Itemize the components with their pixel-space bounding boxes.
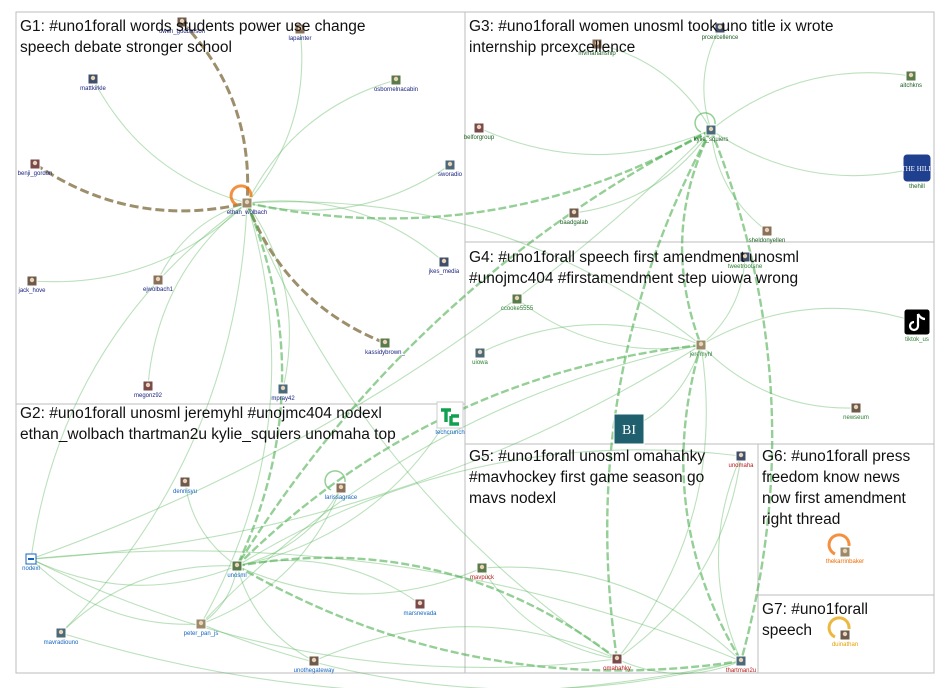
group-title-g6-line-3: now first amendment <box>762 490 907 507</box>
group-title-g1-line-1: G1: #uno1forall words students power use… <box>20 18 366 35</box>
node-label: sworadio <box>438 172 463 178</box>
node-label: belforgroup <box>464 135 495 141</box>
group-title-g3-line-2: internship prcexcellence <box>469 39 635 56</box>
node-label: larissagrace <box>325 495 358 501</box>
node-label: jack_hove <box>17 288 46 294</box>
node-label: kylie_squiers <box>694 137 729 143</box>
avatar-icon <box>736 451 746 461</box>
avatar-icon <box>840 630 850 640</box>
group-title-g7-line-1: G7: #uno1forall <box>762 601 868 618</box>
avatar-icon <box>88 74 98 84</box>
node-label: unothegateway <box>294 668 335 674</box>
avatar-icon <box>736 656 746 666</box>
node-label: unosml <box>227 573 246 579</box>
group-title-g4-line-1: G4: #uno1forall speech first amendment u… <box>469 249 799 266</box>
avatar-icon <box>706 125 716 135</box>
group-title-g5-line-1: G5: #uno1forall unosml omahahky <box>469 448 705 465</box>
avatar-icon <box>180 477 190 487</box>
node-label: uiowa <box>472 360 488 366</box>
avatar-icon <box>474 123 484 133</box>
avatar-icon <box>143 381 153 391</box>
group-title-g6-line-1: G6: #uno1forall press <box>762 448 910 465</box>
group-title-g7-line-2: speech <box>762 622 812 639</box>
avatar-icon <box>477 563 487 573</box>
group-title-g2-line-1: G2: #uno1forall unosml jeremyhl #unojmc4… <box>20 405 382 422</box>
node-label: mpray42 <box>271 396 295 402</box>
group-title-g1-line-2: speech debate stronger school <box>20 39 232 56</box>
group-title-g5-line-2: #mavhockey first game season go <box>469 469 704 486</box>
node-label: thartman2u <box>726 668 756 674</box>
avatar-icon <box>906 71 916 81</box>
node-label: aitchkns <box>900 83 922 89</box>
node-label: kassidybrown_ <box>365 350 405 356</box>
node-label: prcexcellence <box>702 35 739 41</box>
node-label: nodexl <box>22 566 40 572</box>
avatar-icon <box>439 257 449 267</box>
avatar-icon <box>696 340 706 350</box>
avatar-icon <box>569 208 579 218</box>
node-label: ccooke5555 <box>501 306 534 312</box>
node-label: benji_gordon <box>18 171 53 177</box>
avatar-icon <box>391 75 401 85</box>
node-label: unomaha <box>728 463 754 469</box>
avatar-icon <box>512 294 522 304</box>
avatar-icon <box>445 160 455 170</box>
node-label: thehill <box>909 184 925 190</box>
group-title-g6-line-2: freedom know news <box>762 469 900 486</box>
node-label: mattkirkle <box>80 86 106 92</box>
node-label: newseum <box>843 415 869 421</box>
node-bi[interactable]: BI <box>614 414 644 444</box>
group-title-g6-line-4: right thread <box>762 511 840 528</box>
node-techcrunch[interactable]: techcrunch <box>435 402 464 436</box>
node-label: mavradiouno <box>44 640 79 646</box>
avatar-icon <box>242 198 252 208</box>
avatar-icon <box>380 338 390 348</box>
tc-logo-icon <box>437 402 463 428</box>
avatar-icon <box>278 384 288 394</box>
node-label: duinathan <box>832 642 858 648</box>
node-label: techcrunch <box>435 430 464 436</box>
node-label: dennisyu <box>173 489 197 495</box>
node-label: megonz92 <box>134 393 163 399</box>
group-title-g2-line-2: ethan_wolbach thartman2u kylie_squiers u… <box>20 426 396 443</box>
node-label: tiktok_us <box>905 337 929 343</box>
node-label: ejwolbach1 <box>143 287 174 293</box>
avatar-icon <box>840 547 850 557</box>
avatar-icon <box>336 483 346 493</box>
avatar-icon <box>415 599 425 609</box>
avatar-icon <box>56 628 66 638</box>
node-logo-text: BI <box>622 423 636 438</box>
tiktok-logo-icon <box>904 309 930 335</box>
avatar-icon <box>612 654 622 664</box>
avatar-icon <box>232 561 242 571</box>
node-label: baadgalab <box>560 220 589 226</box>
node-label: jeremyhl <box>689 352 713 358</box>
group-title-g4-line-2: #unojmc404 #firstamendment step uiowa wr… <box>469 270 798 287</box>
avatar-icon <box>196 619 206 629</box>
group-title-g5-line-3: mavs nodexl <box>469 490 556 507</box>
node-logo-text: THE HILL <box>901 165 932 173</box>
avatar-icon <box>153 275 163 285</box>
avatar-icon <box>30 159 40 169</box>
node-label: thekarrinbaker <box>826 559 864 565</box>
avatar-icon <box>475 348 485 358</box>
node-label: omahahky <box>603 666 631 672</box>
node-label: marsnevada <box>403 611 437 617</box>
node-label: lapainter <box>288 36 311 42</box>
group-title-g3-line-1: G3: #uno1forall women unosml took uno ti… <box>469 18 833 35</box>
avatar-icon <box>762 226 772 236</box>
node-label: jkes_media <box>428 269 460 275</box>
nodexl-logo-icon <box>26 554 36 564</box>
node-label: peter_pan_js <box>184 631 219 637</box>
node-label: ethan_wolbach <box>227 210 267 216</box>
avatar-icon <box>309 656 319 666</box>
node-label: osbornelnacabin <box>374 87 418 93</box>
node-label: sheldonyellen <box>749 238 786 244</box>
node-label: mavpuck <box>470 575 495 581</box>
avatar-icon <box>851 403 861 413</box>
avatar-icon <box>27 276 37 286</box>
node-tiktok_us[interactable]: tiktok_us <box>904 309 930 343</box>
